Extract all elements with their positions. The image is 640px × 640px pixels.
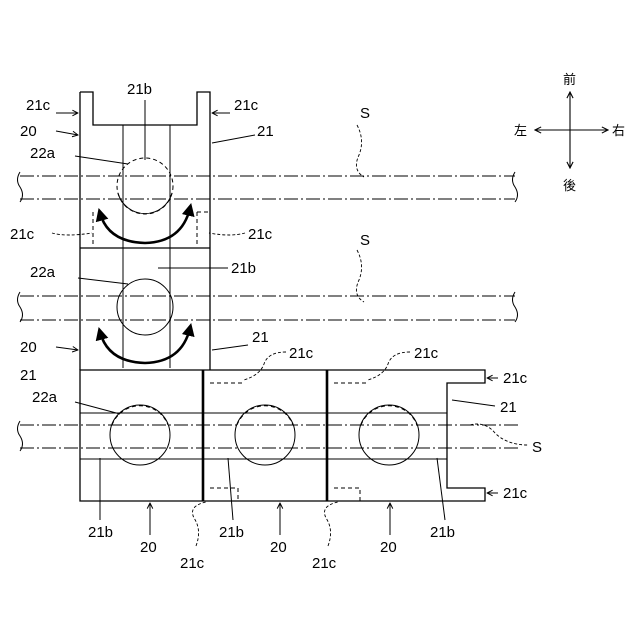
label-21c-bottom-1: 21c: [180, 555, 205, 572]
compass-right: 右: [612, 124, 625, 139]
label-20-bottom-2: 20: [270, 539, 287, 556]
label-s-top: S: [360, 105, 370, 122]
horizontal-unit-row: [80, 370, 485, 501]
label-21-row-left: 21: [20, 367, 37, 384]
label-21c-mid-right: 21c: [248, 226, 273, 243]
label-s-row: S: [532, 439, 542, 456]
label-21c-mid-left: 21c: [10, 226, 35, 243]
direction-compass: 前 後 左 右: [514, 72, 625, 194]
label-21c-top-left: 21c: [26, 97, 51, 114]
label-21c-bottom-2: 21c: [312, 555, 337, 572]
label-21c-right-top: 21c: [503, 370, 528, 387]
label-s-mid: S: [360, 232, 370, 249]
label-22a-mid: 22a: [30, 264, 56, 281]
compass-back: 後: [563, 179, 576, 194]
compass-front: 前: [563, 72, 576, 88]
label-21b-bottom-1: 21b: [88, 524, 113, 541]
label-22a-top: 22a: [30, 145, 56, 162]
label-20-mid: 20: [20, 339, 37, 356]
rotation-arrows: [100, 208, 190, 363]
label-21c-row-2: 21c: [414, 345, 439, 362]
label-21-mid: 21: [252, 329, 269, 346]
label-21b-bottom-3: 21b: [430, 524, 455, 541]
roller-middle: [117, 279, 173, 335]
label-20-bottom-3: 20: [380, 539, 397, 556]
reference-labels: 21b 21c 21c 20 21 22a S 21c 21c S 22a 21…: [10, 81, 542, 572]
label-21-top: 21: [257, 123, 274, 140]
label-20-bottom-1: 20: [140, 539, 157, 556]
label-21-row-right: 21: [500, 399, 517, 416]
label-21b-top: 21b: [127, 81, 152, 98]
compass-left: 左: [514, 124, 527, 139]
label-21b-bottom-2: 21b: [219, 524, 244, 541]
label-22a-row: 22a: [32, 389, 58, 406]
label-21b-mid: 21b: [231, 260, 256, 277]
rotation-arrow-lower: [100, 328, 190, 363]
rollers: [110, 158, 419, 465]
label-20-top: 20: [20, 123, 37, 140]
label-21c-top-right: 21c: [234, 97, 259, 114]
label-21c-row-1: 21c: [289, 345, 314, 362]
label-21c-right-bottom: 21c: [503, 485, 528, 502]
